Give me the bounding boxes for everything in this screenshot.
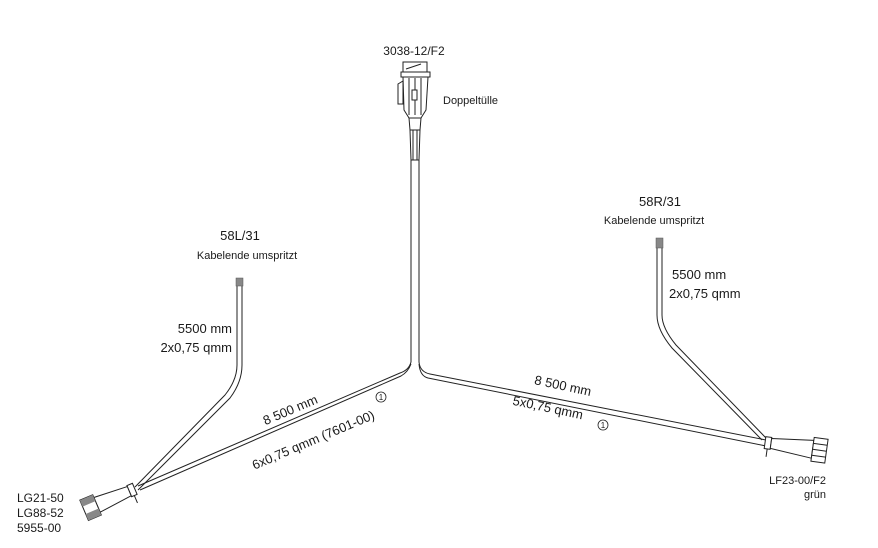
left-main-marker: 1 (375, 391, 387, 403)
left-connector-part-3: 5955-00 (17, 521, 61, 535)
left-branch-length: 5500 mm (178, 321, 232, 336)
left-main-marker-number: 1 (379, 393, 384, 402)
left-connector-part-1: LG21-50 (17, 491, 64, 505)
right-connector-color: grün (804, 489, 826, 501)
main-trunk-cable (137, 160, 767, 491)
right-connector-part: LF23-00/F2 (769, 475, 826, 487)
right-branch-length: 5500 mm (672, 267, 726, 282)
right-branch-end-note: Kabelende umspritzt (604, 215, 704, 227)
left-branch-cable-spec: 2x0,75 qmm (160, 340, 232, 355)
top-connector-doppeltuelle (397, 61, 431, 161)
right-branch-cable (655, 237, 767, 441)
right-main-marker-number: 1 (601, 421, 606, 430)
left-branch-end-note: Kabelende umspritzt (197, 250, 297, 262)
right-branch-cable-spec: 2x0,75 qmm (669, 286, 741, 301)
right-branch-name: 58R/31 (639, 194, 681, 209)
left-connector (79, 482, 138, 522)
right-main-marker: 1 (597, 419, 609, 431)
left-branch-cable (134, 277, 244, 491)
top-connector-note: Doppeltülle (443, 95, 498, 107)
right-cable-end-cap (655, 237, 664, 249)
right-main-length: 8 500 mm (533, 372, 593, 399)
right-connector (763, 436, 829, 464)
left-cable-end-cap (235, 277, 244, 287)
left-branch-name: 58L/31 (220, 228, 260, 243)
left-main-length: 8 500 mm (261, 392, 320, 428)
top-connector-part-label: 3038-12/F2 (383, 44, 445, 58)
left-connector-part-2: LG88-52 (17, 506, 64, 520)
